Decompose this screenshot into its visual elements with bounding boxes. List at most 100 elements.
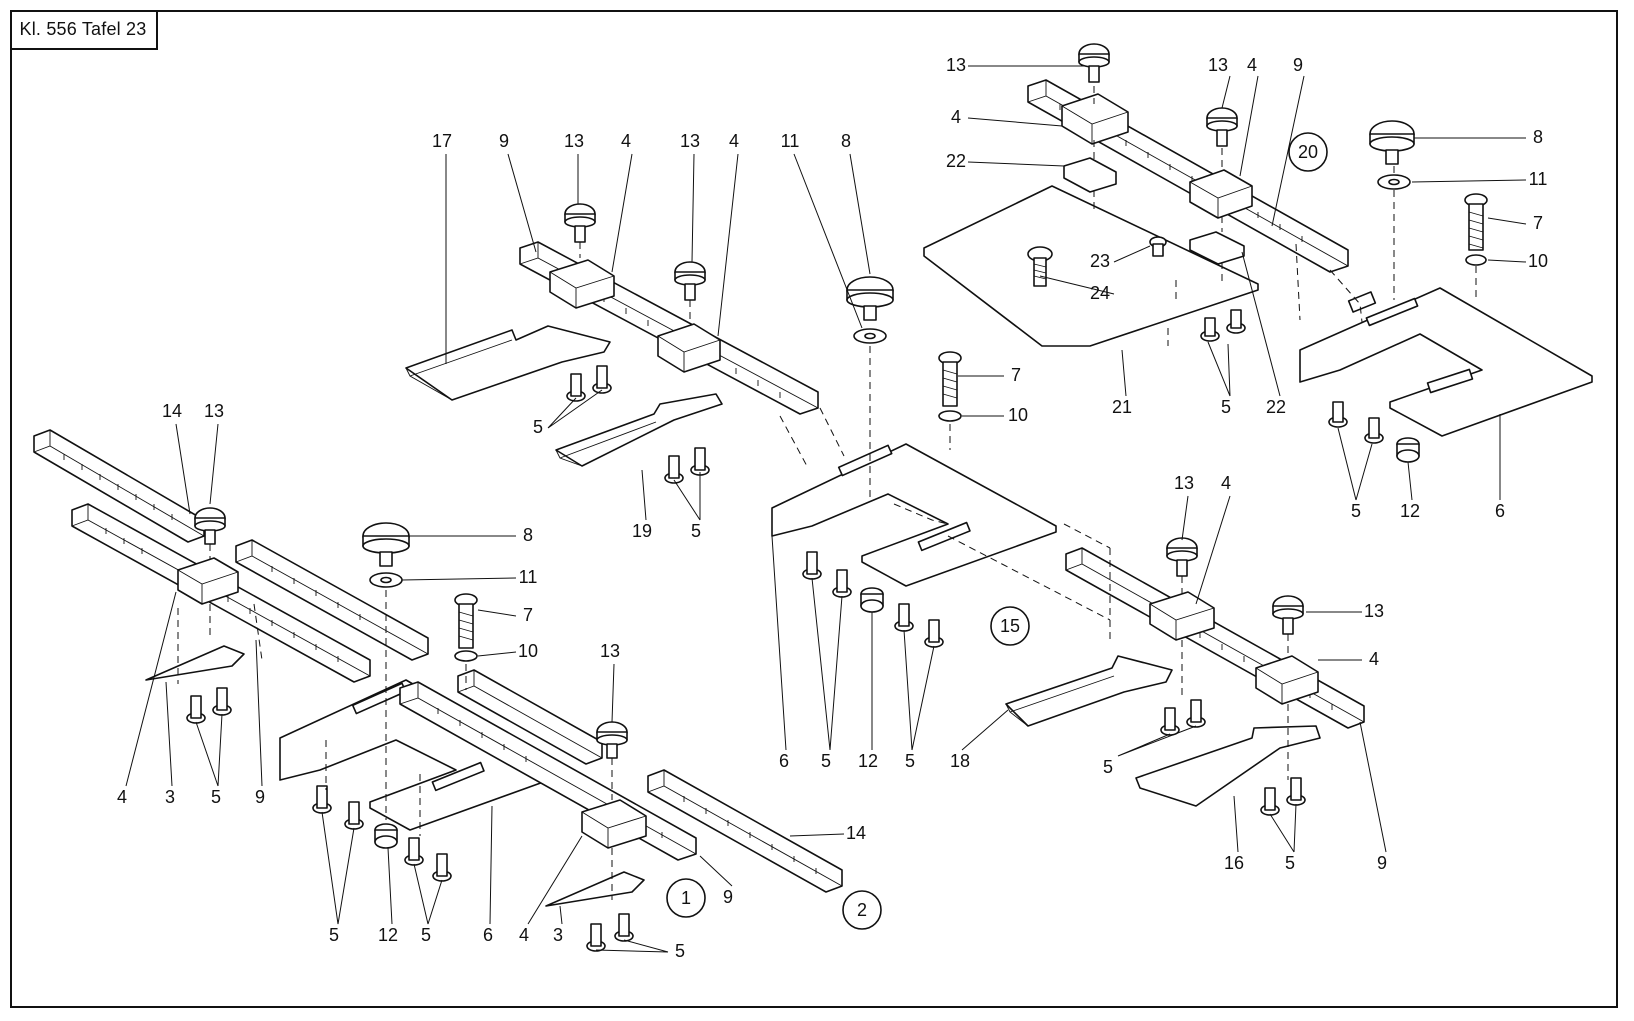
callout-13: 13: [204, 401, 224, 421]
callout-4: 4: [621, 131, 631, 151]
callout-10: 10: [518, 641, 538, 661]
circled-label-text: 15: [1000, 616, 1020, 636]
callout-5: 5: [1285, 853, 1295, 873]
callout-9: 9: [1293, 55, 1303, 75]
callout-16: 16: [1224, 853, 1244, 873]
presser-finger-16: [1135, 725, 1321, 807]
callout-6: 6: [483, 925, 493, 945]
circled-label-1: 1: [666, 878, 706, 918]
callout-7: 7: [1011, 365, 1021, 385]
callout-9: 9: [499, 131, 509, 151]
callout-9: 9: [1377, 853, 1387, 873]
slotted-plate-6-b: [771, 443, 1057, 587]
block-4-g: [177, 557, 239, 605]
screws-5-plate-6-a: [1328, 401, 1384, 444]
nut-12-a: [1396, 437, 1420, 463]
block-4-b: [1189, 169, 1253, 219]
screws-5-pointer-b: [586, 913, 634, 952]
spacer-22-a: [1063, 157, 1117, 193]
nut-12-b: [860, 587, 884, 613]
block-4-h: [581, 799, 647, 849]
callout-10: 10: [1008, 405, 1028, 425]
callout-13: 13: [564, 131, 584, 151]
callout-5: 5: [905, 751, 915, 771]
callout-18: 18: [950, 751, 970, 771]
callout-14: 14: [162, 401, 182, 421]
callout-12: 12: [378, 925, 398, 945]
callout-4: 4: [1247, 55, 1257, 75]
circled-label-15: 15: [990, 606, 1030, 646]
washer-10-a: [1465, 254, 1487, 266]
callout-4: 4: [1221, 473, 1231, 493]
callout-7: 7: [523, 605, 533, 625]
callout-5: 5: [821, 751, 831, 771]
callout-9: 9: [723, 887, 733, 907]
presser-finger-19: [555, 393, 723, 467]
callout-12: 12: [1400, 501, 1420, 521]
screws-5-center-top: [566, 365, 710, 484]
washer-10-b: [938, 410, 962, 422]
callout-8: 8: [523, 525, 533, 545]
presser-finger-18: [1005, 655, 1173, 727]
callout-3: 3: [165, 787, 175, 807]
callout-22: 22: [1266, 397, 1286, 417]
callout-4: 4: [729, 131, 739, 151]
knob-13-b: [1206, 107, 1238, 147]
screw-24: [1027, 246, 1053, 287]
callout-5: 5: [675, 941, 685, 961]
callout-21: 21: [1112, 397, 1132, 417]
knob-13-h: [596, 721, 628, 759]
leader-lines: [125, 65, 1527, 953]
callout-5: 5: [211, 787, 221, 807]
callout-8: 8: [841, 131, 851, 151]
block-4-c: [549, 259, 615, 309]
knob-8-a: [1369, 120, 1415, 165]
knob-13-d: [674, 261, 706, 301]
callout-13: 13: [680, 131, 700, 151]
screws-5-assembly-15: [1160, 699, 1306, 816]
knob-13-c: [564, 203, 596, 243]
callout-6: 6: [779, 751, 789, 771]
callout-22: 22: [946, 151, 966, 171]
callout-23: 23: [1090, 251, 1110, 271]
washer-10-c: [454, 650, 478, 662]
ruler-9-right: [1065, 547, 1365, 729]
assembly-circled-labels: 20 15 1 2: [666, 132, 1328, 930]
screw-23: [1149, 236, 1167, 257]
callout-3: 3: [553, 925, 563, 945]
assembly-center-top: [405, 203, 1111, 648]
callout-17: 17: [432, 131, 452, 151]
knob-13-f: [1272, 595, 1304, 635]
knob-8-c: [362, 522, 410, 567]
callout-14: 14: [846, 823, 866, 843]
callout-8: 8: [1533, 127, 1543, 147]
knob-13-a: [1078, 43, 1110, 83]
callout-4: 4: [519, 925, 529, 945]
circled-label-text: 20: [1298, 142, 1318, 162]
knob-13-g: [194, 507, 226, 545]
circled-label-text: 2: [857, 900, 867, 920]
block-4-d: [657, 323, 721, 373]
callout-5: 5: [533, 417, 543, 437]
circled-label-text: 1: [681, 888, 691, 908]
callout-4: 4: [117, 787, 127, 807]
callout-4: 4: [951, 107, 961, 127]
callout-5: 5: [421, 925, 431, 945]
callout-13: 13: [1174, 473, 1194, 493]
callout-6: 6: [1495, 501, 1505, 521]
callout-10: 10: [1528, 251, 1548, 271]
callout-4: 4: [1369, 649, 1379, 669]
callout-5: 5: [691, 521, 701, 541]
pointer-3-b: [545, 871, 645, 907]
callout-5: 5: [329, 925, 339, 945]
presser-finger-17: [405, 325, 611, 401]
screw-7-c: [454, 593, 478, 649]
callout-11: 11: [781, 131, 800, 151]
screw-7-b: [938, 351, 962, 407]
callout-13: 13: [946, 55, 966, 75]
callout-7: 7: [1533, 213, 1543, 233]
knob-8-b: [846, 276, 894, 321]
callout-24: 24: [1090, 283, 1110, 303]
